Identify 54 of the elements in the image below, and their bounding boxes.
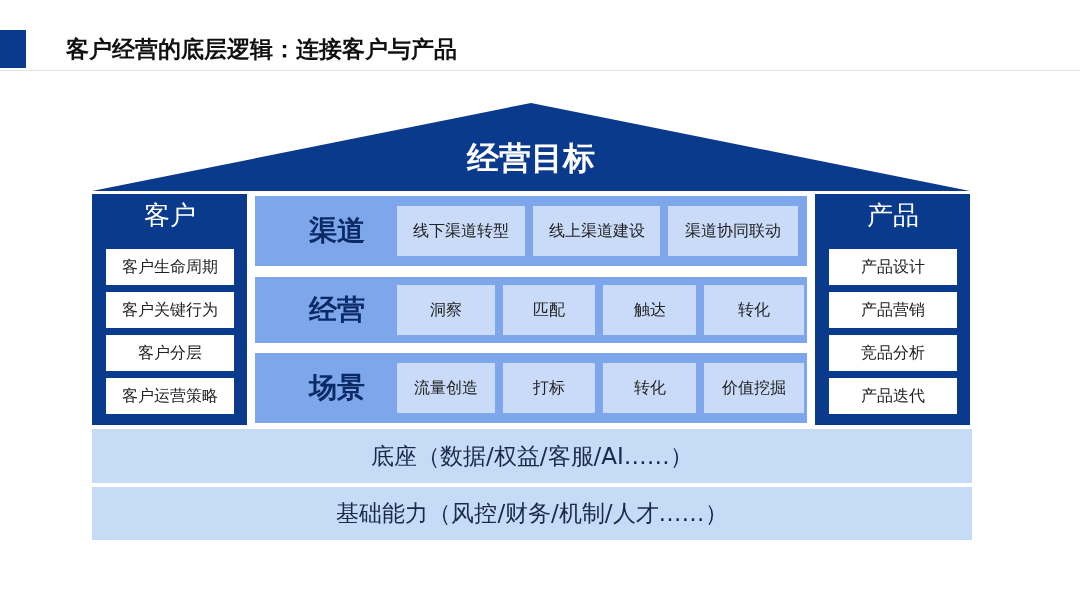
item-card [503,363,595,413]
foundation-band [92,429,972,483]
label-text: 打标 [533,377,565,399]
label-text: 客户生命周期 [121,256,218,278]
title: 客户经营的底层逻辑：连接客户与产品 [66,35,457,64]
label-text: 流量创造 [414,377,478,399]
item-card [704,363,804,413]
item-card [105,292,234,328]
label-text: 经营 [307,292,366,328]
item-card [828,335,957,371]
layer-band [255,196,807,266]
item-card [603,363,696,413]
item-card [828,378,957,414]
foundation-band [92,487,972,540]
item-card [503,285,595,335]
item-card [105,378,234,414]
label-text: 客户运营策略 [121,385,218,407]
item-card [105,335,234,371]
label-text: 基础能力（风控/财务/机制/人才……） [336,499,728,528]
label-text: 触达 [633,299,666,321]
item-card [704,285,804,335]
column-panel [815,194,970,425]
label-text: 产品迭代 [860,385,925,407]
label-text: 渠道协同联动 [685,220,781,242]
label-text: 价值挖掘 [722,377,786,399]
label-text: 客户关键行为 [121,299,218,321]
layer-band [255,353,807,423]
item-card [397,206,525,256]
label-text: 客户 [143,200,196,230]
item-card [668,206,798,256]
label-text: 线下渠道转型 [413,220,509,242]
item-card [397,285,495,335]
label-text: 渠道 [308,213,366,249]
layer-band [255,277,807,343]
item-card [828,292,957,328]
label-text: 线上渠道建设 [548,220,645,242]
label-text: 产品营销 [860,299,925,321]
label-text: 转化 [633,377,666,399]
item-card [105,249,234,285]
label-text: 转化 [738,299,770,321]
label-text: 客户分层 [137,342,202,364]
label-text: 洞察 [430,299,462,321]
column-panel [92,194,247,425]
label-text: 底座（数据/权益/客服/AI……） [371,441,693,471]
label-text: 竞品分析 [860,342,925,364]
label-text: 场景 [307,370,366,406]
label-text: 产品设计 [860,256,925,278]
item-card [828,249,957,285]
label-text: 经营目标 [467,138,595,179]
item-card [397,363,495,413]
label-text: 匹配 [533,299,565,321]
item-card [533,206,660,256]
item-card [603,285,696,335]
label-text: 产品 [866,200,919,230]
